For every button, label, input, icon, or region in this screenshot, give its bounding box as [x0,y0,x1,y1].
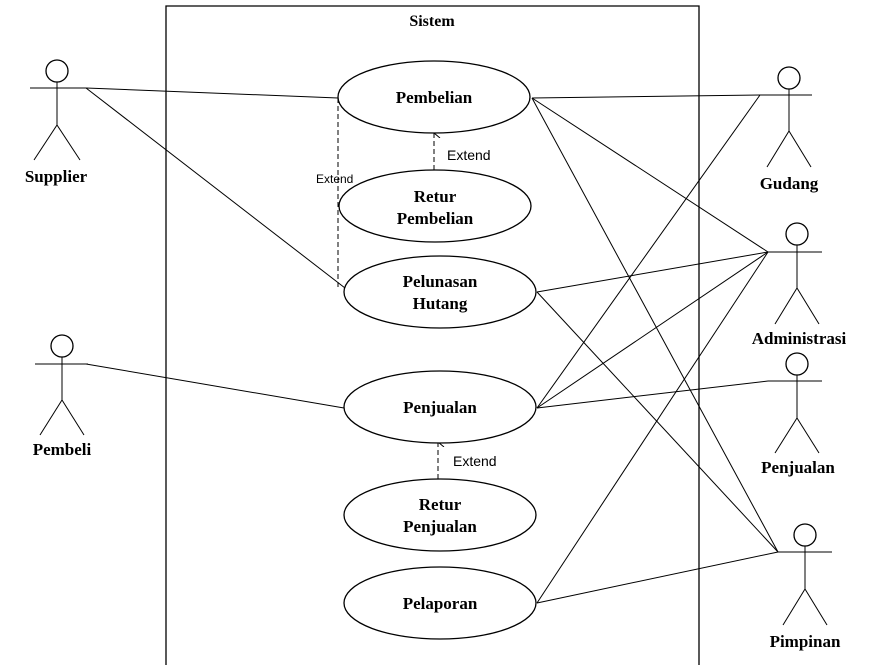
actor-penjualan[interactable]: Penjualan [761,352,835,477]
use-case-label: Hutang [413,294,468,313]
use-case-retur-pembelian[interactable]: Retur Pembelian [338,169,532,243]
actor-pimpinan[interactable]: Pimpinan [770,523,841,651]
actor-supplier[interactable]: Supplier [25,59,88,186]
assoc-pembelian-pimpinan [531,97,779,553]
use-case-retur-penjualan[interactable]: Retur Penjualan [343,478,537,552]
use-case-penjualan[interactable]: Penjualan [343,370,537,444]
use-case-label: Retur [414,187,457,206]
extend-relations: Extend Extend Extend [316,99,497,479]
stick-figure-icon [768,222,822,325]
associations [85,87,779,604]
actor-label: Pembeli [33,440,92,459]
stick-figure-icon [35,334,88,436]
use-case-label: Pelaporan [403,594,478,613]
assoc-supplier-pelunasan [85,87,346,289]
use-case-pembelian[interactable]: Pembelian [337,60,531,134]
system-label: Sistem [409,13,455,30]
assoc-supplier-pembelian [85,87,339,99]
use-case-label: Retur [419,495,462,514]
use-case-label: Penjualan [403,517,477,536]
actor-label: Gudang [760,174,819,193]
actor-pembeli[interactable]: Pembeli [33,334,92,459]
use-case-pelaporan[interactable]: Pelaporan [343,566,537,640]
system-boundary [165,5,700,665]
assoc-pelunasan-administrasi [536,251,769,293]
stick-figure-icon [30,59,86,161]
use-case-label: Penjualan [403,398,477,417]
actor-label: Pimpinan [770,632,841,651]
assoc-pelunasan-pimpinan [536,291,779,553]
assoc-penjualan-administrasi [536,251,769,409]
assoc-penjualan-penjualanactor [536,380,769,409]
actor-label: Penjualan [761,458,835,477]
actor-label: Supplier [25,167,88,186]
extend-label-pelunasan-hutang: Extend [316,172,353,186]
assoc-pelaporan-pimpinan [536,551,779,604]
extend-label-retur-penjualan: Extend [453,453,497,469]
assoc-pembelian-gudang [531,94,761,99]
use-case-pelunasan-hutang[interactable]: Pelunasan Hutang [343,255,537,329]
assoc-pembelian-administrasi [531,97,769,253]
use-case-label: Pembelian [397,209,474,228]
extend-label-retur-pembelian: Extend [447,147,491,163]
stick-figure-icon [778,523,832,626]
use-case-label: Pelunasan [403,272,478,291]
stick-figure-icon [760,66,812,168]
actor-gudang[interactable]: Gudang [760,66,819,193]
use-case-label: Pembelian [396,88,473,107]
actor-administrasi[interactable]: Administrasi [752,222,847,348]
stick-figure-icon [768,352,822,454]
assoc-pembeli-penjualan [85,363,345,409]
assoc-pelaporan-administrasi [536,251,769,604]
actor-label: Administrasi [752,329,847,348]
assoc-penjualan-gudang [536,94,761,409]
